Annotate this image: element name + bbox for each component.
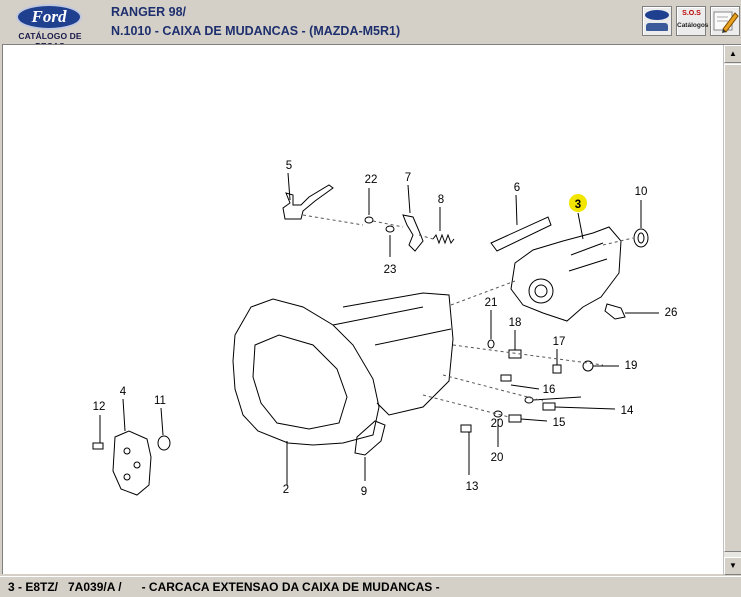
callout-14[interactable]: 14: [621, 405, 634, 417]
vertical-scrollbar[interactable]: ▲ ▼: [723, 45, 741, 575]
part-23-washer[interactable]: [385, 225, 395, 257]
callout-11[interactable]: 11: [154, 395, 166, 407]
part-9-cover[interactable]: [354, 420, 386, 481]
callout-17[interactable]: 17: [553, 336, 566, 348]
part-7-lever[interactable]: [402, 184, 424, 252]
ford-car-icon: [645, 10, 669, 20]
part-13-bolt[interactable]: [460, 424, 472, 475]
part-2-transmission-case[interactable]: [232, 292, 454, 485]
arrow-down-icon[interactable]: ▼: [724, 557, 741, 575]
status-text: 3 - E8TZ/ 7A039/A / - CARCACA EXTENSAO D…: [8, 580, 440, 594]
part-16-bolt[interactable]: [500, 374, 540, 390]
part-21-plug[interactable]: [487, 310, 495, 349]
ford-logo: Ford CATÁLOGO DE PEÇAS: [6, 4, 94, 51]
callout-10[interactable]: 10: [635, 186, 648, 198]
highlight-marker: [569, 194, 587, 212]
part-3-extension-housing[interactable]: [510, 212, 622, 322]
ford-catalog-button[interactable]: [642, 6, 672, 36]
ford-oval-logo: Ford: [16, 4, 82, 30]
part-22-washer[interactable]: [364, 188, 374, 224]
part-15-bolt[interactable]: [508, 414, 548, 423]
callout-20[interactable]: 20: [491, 418, 504, 430]
car-silhouette-icon: [646, 23, 668, 31]
callout-15[interactable]: 15: [553, 417, 566, 429]
callout-26[interactable]: 26: [665, 307, 678, 319]
part-14-bolt[interactable]: [542, 402, 616, 411]
callout-9[interactable]: 9: [361, 486, 367, 498]
callout-21[interactable]: 21: [485, 297, 498, 309]
part-26-sensor[interactable]: [604, 303, 659, 320]
sos-catalog-button[interactable]: S.O.S Catálogos: [676, 6, 709, 36]
callout-16[interactable]: 16: [543, 384, 556, 396]
callout-19[interactable]: 19: [625, 360, 638, 372]
part-20-washer-lower[interactable]: [493, 410, 503, 447]
callout-20[interactable]: 20: [491, 452, 504, 464]
exploded-parts-diagram: 5 22 7 8 23 6 3 10 21 18 26 17 19 16 20 14 15 4 12 11 2 9 13 20: [92, 160, 678, 498]
callout-12[interactable]: 12: [93, 401, 106, 413]
vehicle-title: RANGER 98/: [111, 5, 187, 19]
diagram-frame: 5 22 7 8 23 6 3 10 21 18 26 17 19 16 20 14 15 4 12 11 2 9 13 20…: [2, 44, 741, 575]
catalogos-label: Catálogos: [677, 22, 709, 29]
callout-18[interactable]: 18: [509, 317, 522, 329]
part-17-bolt[interactable]: [552, 349, 562, 374]
callout-8[interactable]: 8: [438, 194, 444, 206]
part-10-seal[interactable]: [633, 200, 649, 248]
assembly-guide-lines: [302, 214, 634, 418]
callout-5[interactable]: 5: [286, 160, 292, 172]
callout-6[interactable]: 6: [514, 182, 520, 194]
callout-labels: 5 22 7 8 23 6 3 10 21 18 26 17 19 16 20 14 15 4 12 11 2 9 13 20: [93, 160, 678, 498]
part-19-nut[interactable]: [582, 360, 619, 372]
scroll-thumb[interactable]: [724, 64, 741, 552]
part-6-gasket[interactable]: [490, 194, 552, 252]
tools-button[interactable]: [710, 6, 740, 36]
sos-label: S.O.S: [682, 10, 701, 17]
part-12-bolt[interactable]: [92, 415, 104, 450]
pencil-tools-icon: [713, 11, 739, 33]
part-4-bracket[interactable]: [112, 398, 152, 496]
part-20-washer-upper[interactable]: [524, 396, 582, 404]
part-8-spring[interactable]: [432, 207, 455, 245]
group-title: N.1010 - CAIXA DE MUDANCAS - (MAZDA-M5R1…: [111, 24, 401, 38]
part-11-seal[interactable]: [157, 407, 171, 451]
callout-3[interactable]: 3: [575, 199, 581, 211]
part-5-shift-rod[interactable]: [282, 172, 334, 220]
arrow-up-icon[interactable]: ▲: [724, 45, 741, 63]
status-bar: 3 - E8TZ/ 7A039/A / - CARCACA EXTENSAO D…: [0, 576, 741, 597]
header-bar: Ford CATÁLOGO DE PEÇAS RANGER 98/ N.1010…: [0, 0, 741, 51]
callout-23[interactable]: 23: [384, 264, 397, 276]
callout-13[interactable]: 13: [466, 481, 479, 493]
callout-22[interactable]: 22: [365, 174, 378, 186]
callout-7[interactable]: 7: [405, 172, 411, 184]
callout-2[interactable]: 2: [283, 484, 289, 496]
callout-4[interactable]: 4: [120, 386, 127, 398]
